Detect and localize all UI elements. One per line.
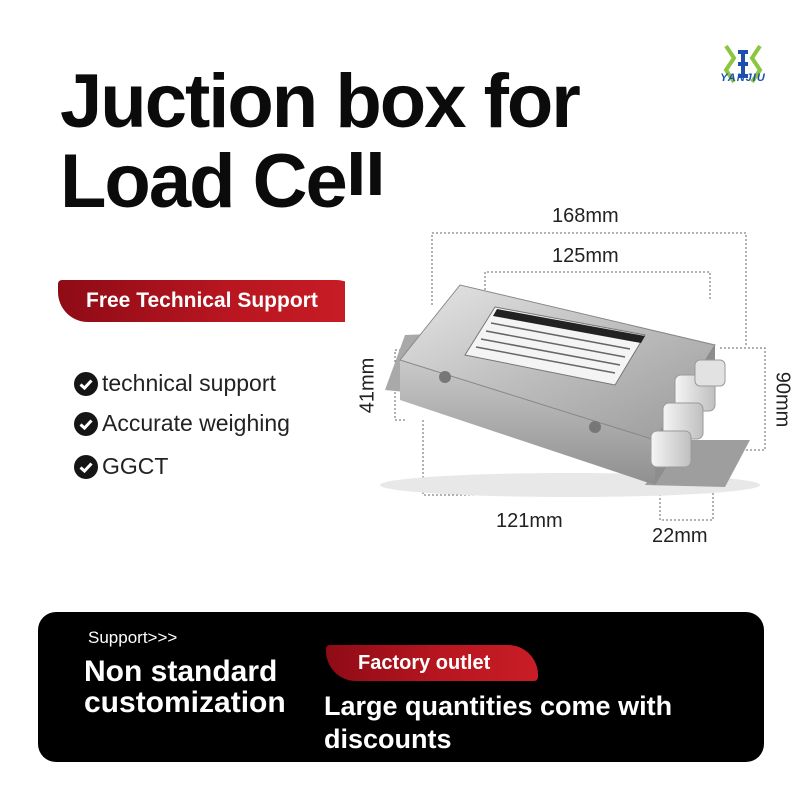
dimension-length-bottom: 121mm	[496, 510, 563, 532]
page-title: Juction box for Load Cell	[60, 59, 581, 224]
feature-label: technical support	[102, 370, 276, 396]
promo-banner	[38, 612, 764, 762]
feature-item: technical support	[74, 370, 276, 397]
check-circle-icon	[74, 411, 98, 436]
free-support-badge: Free Technical Support	[58, 280, 366, 322]
dimension-height-side: 41mm	[356, 357, 379, 414]
dimension-depth: 22mm	[652, 525, 708, 547]
factory-outlet-badge: Factory outlet	[326, 645, 538, 681]
feature-item: GGCT	[74, 453, 168, 480]
dimension-width-outer: 168mm	[552, 205, 619, 227]
check-circle-icon	[74, 371, 98, 396]
customization-text: Non standard customization	[84, 655, 286, 719]
logo-text: YANJIU	[720, 72, 766, 84]
feature-label: Accurate weighing	[102, 410, 290, 436]
dimension-width-inner: 125mm	[552, 245, 619, 267]
junction-box-image	[345, 195, 785, 555]
yanjiu-logo-icon	[723, 44, 763, 84]
discount-text: Large quantities come with discounts	[324, 691, 673, 754]
support-label: Support>>>	[88, 628, 178, 647]
check-circle-icon	[74, 454, 98, 479]
feature-item: Accurate weighing	[74, 410, 290, 437]
feature-label: GGCT	[102, 453, 169, 479]
dimension-height-right: 90mm	[771, 371, 794, 428]
